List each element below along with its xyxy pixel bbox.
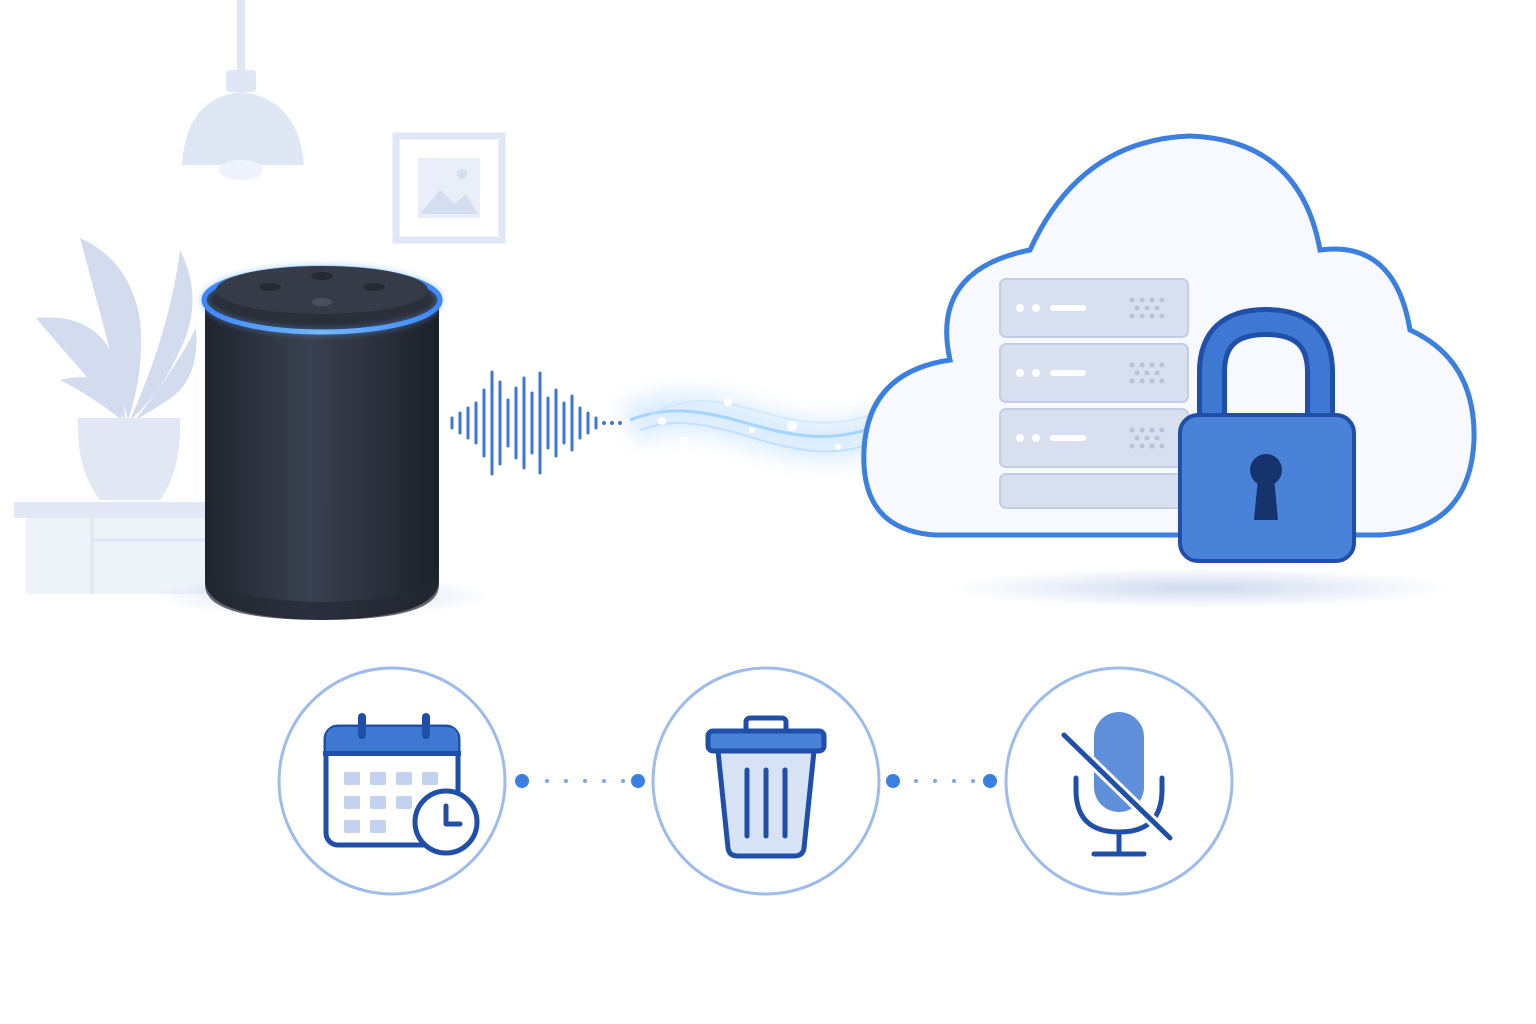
picture-frame-icon xyxy=(392,132,506,244)
pendant-lamp-icon xyxy=(182,0,304,180)
sound-wave-dots xyxy=(602,421,622,425)
connector-right xyxy=(886,774,997,788)
potted-plant-icon xyxy=(36,238,197,500)
action-mute[interactable] xyxy=(1004,666,1234,896)
room-background xyxy=(14,0,506,594)
connector-left xyxy=(515,774,645,788)
smart-speaker-icon xyxy=(154,264,490,620)
side-table-icon xyxy=(14,502,220,594)
speaker-buttons xyxy=(259,272,385,306)
sound-wave-icon xyxy=(450,370,598,476)
trash-can-icon xyxy=(705,715,827,859)
action-schedule[interactable] xyxy=(277,666,507,896)
privacy-actions xyxy=(277,666,1234,896)
calendar-clock-icon xyxy=(323,713,480,856)
action-delete[interactable] xyxy=(651,666,881,896)
microphone-muted-icon xyxy=(1058,712,1176,857)
server-rack-icon xyxy=(999,278,1189,509)
padlock-icon xyxy=(1178,306,1356,563)
